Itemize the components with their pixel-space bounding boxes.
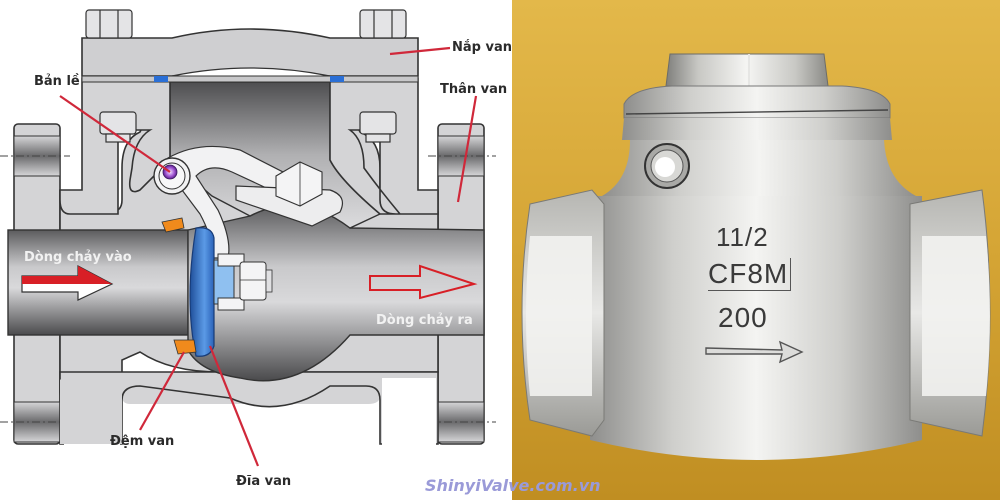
label-disc: Đĩa van xyxy=(236,474,292,489)
label-bonnet: Nắp van xyxy=(452,40,512,55)
flow-direction-arrow xyxy=(705,340,804,364)
flow-in-arrow xyxy=(21,265,114,301)
valve-photo-graphic xyxy=(512,0,1000,500)
bonnet-gasket-left xyxy=(154,76,168,82)
label-hinge: Bản lề xyxy=(34,74,80,89)
marking-material: CF8M xyxy=(708,258,792,291)
valve-product-photo: 11/2 CF8M 200 xyxy=(512,0,1000,500)
watermark: ShinyiValve.com.vn xyxy=(425,476,601,495)
seat-ring-top xyxy=(161,217,185,233)
seat-ring-bottom xyxy=(173,339,197,355)
label-flow-in: Dòng chảy vào xyxy=(24,250,132,265)
flow-out-arrow xyxy=(369,264,478,300)
bonnet-ring xyxy=(623,85,891,119)
cap-hex-nut xyxy=(665,53,829,87)
valve-body-barrel xyxy=(590,196,922,460)
bonnet-gasket-right xyxy=(330,76,344,82)
valve-diagram-graphic xyxy=(0,9,496,467)
leader-lines xyxy=(59,46,478,467)
check-valve-cross-section-diagram: Nắp van Bản lề Thân van Dòng chảy vào Dò… xyxy=(0,9,512,489)
disc-nut xyxy=(213,253,273,311)
marking-size: 11/2 xyxy=(716,222,769,252)
valve-disc xyxy=(189,227,215,357)
label-seat: Đệm van xyxy=(110,434,175,449)
label-body: Thân van xyxy=(440,82,508,97)
marking-pressure: 200 xyxy=(718,302,768,333)
label-flow-out: Dòng chảy ra xyxy=(376,313,473,328)
